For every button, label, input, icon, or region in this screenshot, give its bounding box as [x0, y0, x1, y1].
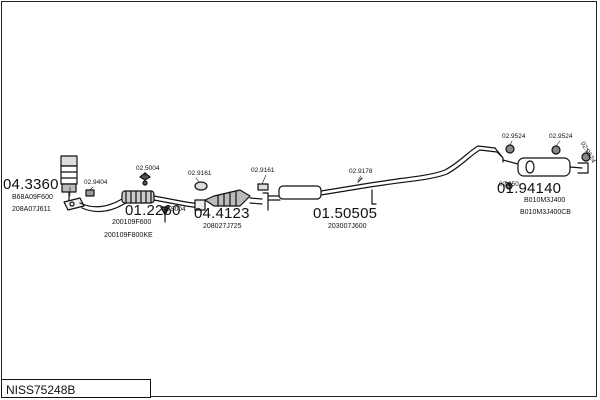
gasket-29404-part — [85, 189, 95, 197]
part-number-29404: 02.9404 — [84, 179, 108, 186]
rear-hangers-part — [505, 144, 591, 190]
connector-29161b-part — [257, 183, 269, 211]
diagram-title: NISS75248B — [6, 383, 76, 397]
title-box: NISS75248B — [1, 379, 151, 398]
reference-code-b010b: B010M3J400CB — [520, 209, 571, 216]
rear-pipe-part — [383, 145, 504, 186]
center-muffler-part — [267, 180, 385, 201]
leader-lines — [69, 140, 589, 197]
assembly-number-d: 01.50505 — [313, 205, 378, 222]
part-number-25004b: 02.5004 — [162, 206, 186, 213]
reference-code-200b: 200109F800KE — [104, 232, 153, 239]
part-number-29161b: 02.9161 — [251, 167, 275, 174]
assembly-number-e: 01.94140 — [497, 180, 562, 197]
rear-muffler-part — [502, 157, 589, 177]
part-number-25004a: 02.5004 — [136, 165, 160, 172]
assembly-number-a: 04.3360 — [3, 176, 59, 193]
hanger-29178-part — [357, 177, 377, 205]
mid-catalyst-part — [204, 189, 263, 207]
reference-code-208b: 208027J725 — [203, 223, 242, 230]
reference-code-200a: 200109F600 — [112, 219, 152, 226]
front-flange-part — [63, 197, 85, 211]
reference-code-b68: B68A09F600 — [12, 194, 53, 201]
reference-code-203: 203007J600 — [328, 223, 367, 230]
front-catalyst-part — [60, 155, 78, 201]
part-number-29524b: 02.9524 — [549, 133, 573, 140]
assembly-number-c: 04.4123 — [194, 205, 250, 222]
part-number-29524a: 02.9524 — [502, 133, 526, 140]
part-number-29161a: 02.9161 — [188, 170, 212, 177]
reference-code-b010a: B010M3J400 — [524, 197, 566, 204]
front-pipe-part — [79, 190, 201, 213]
part-number-29178: 02.9178 — [349, 168, 373, 175]
assembly-number-b: 01.2260 — [125, 202, 181, 219]
part-number-29500: 02.950 — [499, 181, 519, 188]
clamp-25004-part — [139, 172, 170, 223]
flange-29161-part — [194, 181, 208, 211]
reference-code-208a: 208A07J611 — [12, 206, 51, 213]
